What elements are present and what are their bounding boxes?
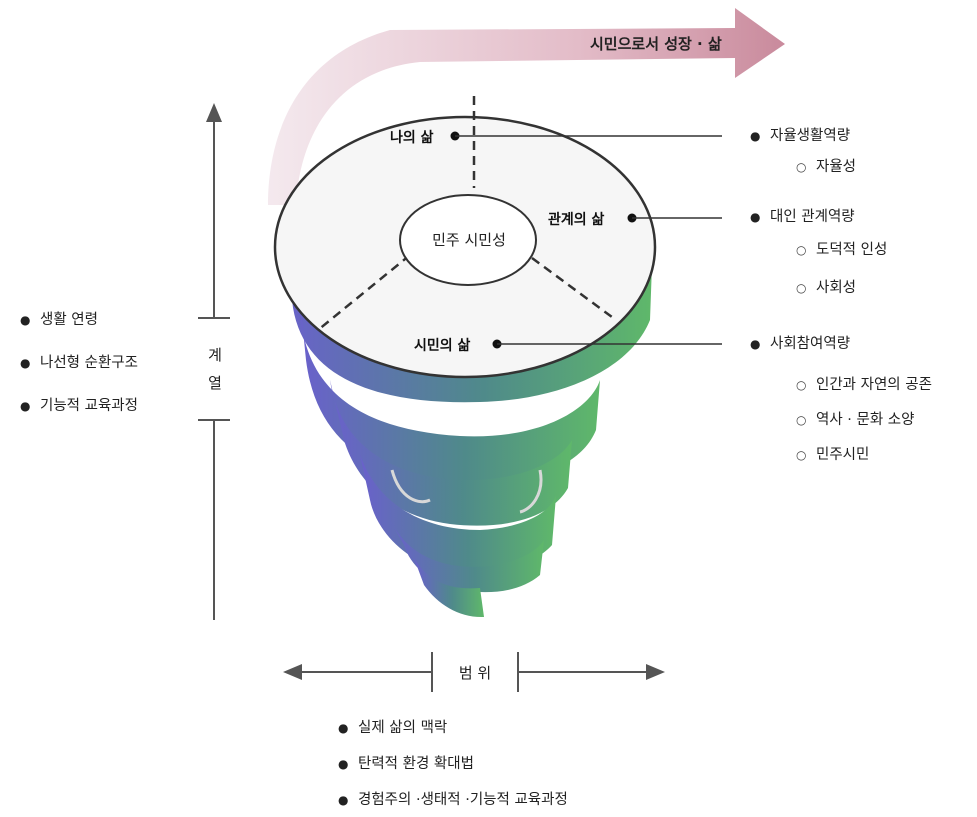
competency-subitem: ○도덕적 인성 [796, 242, 888, 258]
connector-lines [450, 131, 722, 349]
circle-bullet-icon: ○ [796, 281, 807, 295]
axis-label-2: 열 [208, 374, 222, 392]
scope-axis-label: 범 위 [459, 664, 491, 682]
center-label: 민주 시민성 [432, 231, 506, 249]
competency-group-1: ●자율생활역량 [750, 126, 851, 146]
competency-subitems-3: ○인간과 자연의 공존 ○역사 · 문화 소양 ○민주시민 [796, 375, 932, 465]
growth-arrow-label: 시민으로서 성장 · 삶 [590, 35, 722, 53]
scope-item: ●탄력적 환경 확대법 [338, 756, 474, 772]
bullet-icon: ● [20, 399, 31, 413]
competency-group-3: ●사회참여역량 [750, 334, 851, 354]
competency-title: ●자율생활역량 [750, 128, 851, 144]
competency-title: ●대인 관계역량 [750, 209, 855, 225]
scope-item: ●경험주의 ·생태적 ·기능적 교육과정 [338, 792, 568, 808]
section-citizen-life: 시민의 삶 [414, 337, 471, 354]
sequence-axis [198, 103, 230, 620]
competency-subitems-1: ○자율성 [796, 157, 857, 177]
scope-item: ●실제 삶의 맥락 [338, 720, 448, 736]
circle-bullet-icon: ○ [796, 160, 807, 174]
section-relation-life: 관계의 삶 [548, 211, 605, 228]
section-my-life: 나의 삶 [390, 129, 434, 146]
circle-bullet-icon: ○ [796, 243, 807, 257]
competency-group-2: ●대인 관계역량 [750, 207, 855, 227]
competency-subitems-2: ○도덕적 인성 ○사회성 [796, 240, 888, 298]
competency-subitem: ○민주시민 [796, 447, 870, 463]
circle-bullet-icon: ○ [796, 448, 807, 462]
life-disc [273, 96, 657, 379]
competency-subitem: ○자율성 [796, 159, 857, 175]
scope-axis [283, 650, 665, 692]
bullet-icon: ● [338, 721, 349, 735]
sequence-item: ●나선형 순환구조 [20, 355, 138, 371]
competency-subitem: ○사회성 [796, 280, 857, 296]
bullet-icon: ● [20, 356, 31, 370]
bullet-icon: ● [750, 337, 761, 351]
circle-bullet-icon: ○ [796, 413, 807, 427]
competency-subitem: ○역사 · 문화 소양 [796, 412, 915, 428]
competency-title: ●사회참여역량 [750, 336, 851, 352]
bullet-icon: ● [20, 313, 31, 327]
bullet-icon: ● [338, 757, 349, 771]
bullet-icon: ● [338, 793, 349, 807]
axis-label-1: 계 [208, 346, 222, 364]
growth-arrow [268, 8, 785, 205]
competency-subitem: ○인간과 자연의 공존 [796, 377, 932, 393]
bullet-icon: ● [750, 129, 761, 143]
sequence-items: ●생활 연령 ●나선형 순환구조 ●기능적 교육과정 [20, 310, 138, 416]
scope-items: ●실제 삶의 맥락 ●탄력적 환경 확대법 ●경험주의 ·생태적 ·기능적 교육… [338, 718, 568, 810]
sequence-item: ●생활 연령 [20, 312, 98, 328]
bullet-icon: ● [750, 210, 761, 224]
sequence-item: ●기능적 교육과정 [20, 398, 138, 414]
circle-bullet-icon: ○ [796, 378, 807, 392]
spiral [278, 255, 652, 618]
